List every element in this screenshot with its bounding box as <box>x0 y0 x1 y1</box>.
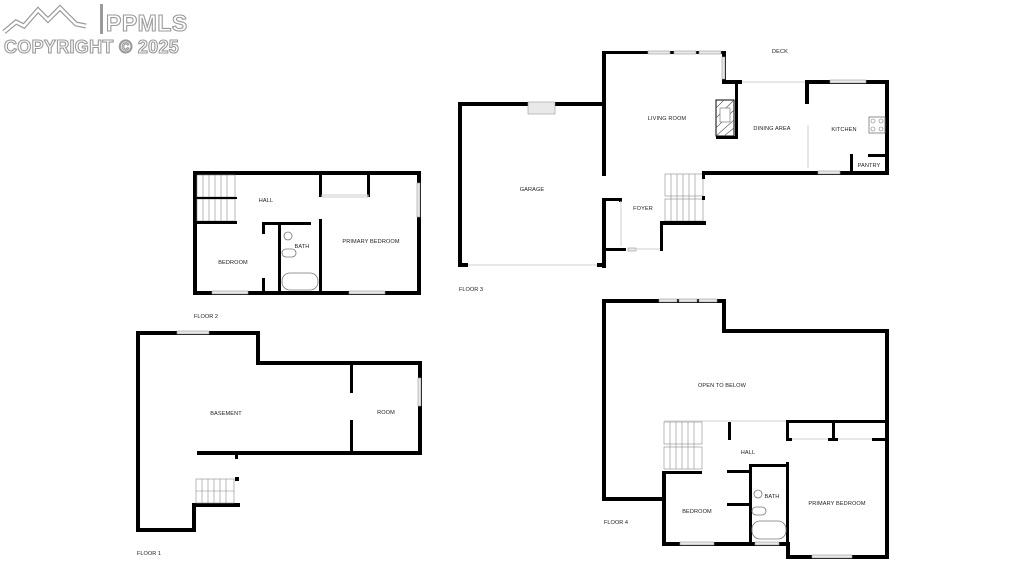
room-label-primary-bedroom: PRIMARY BEDROOM <box>342 239 400 245</box>
room-label-pantry: PANTRY <box>857 163 881 169</box>
floor-label-3: FLOOR 3 <box>459 287 483 293</box>
room-label-basement: BASEMENT <box>210 411 242 417</box>
room-label-garage: GARAGE <box>519 187 545 193</box>
mountains-icon <box>2 4 103 34</box>
floor-label-2: FLOOR 2 <box>194 314 218 320</box>
room-label-living-room: LIVING ROOM <box>647 116 687 122</box>
room-label-bedroom: BEDROOM <box>682 509 712 515</box>
room-label-foyer: FOYER <box>633 206 653 212</box>
room-label-primary-bedroom: PRIMARY BEDROOM <box>808 501 866 507</box>
watermark-copyright: COPYRIGHT © 2025 <box>3 36 180 57</box>
room-label-bath: BATH <box>294 244 310 250</box>
room-label-room: ROOM <box>377 410 395 416</box>
floor-2-plan <box>193 171 421 295</box>
room-label-hall: HALL <box>740 450 756 456</box>
floor-4-plan <box>602 298 889 559</box>
room-label-open-to-below: OPEN TO BELOW <box>697 383 747 389</box>
room-label-bedroom: BEDROOM <box>218 260 248 266</box>
floor-3-plan <box>458 50 889 268</box>
room-label-kitchen: KITCHEN <box>831 127 857 133</box>
watermark-brand: PPMLS <box>105 9 188 36</box>
floor-1-plan <box>136 330 422 532</box>
room-label-dining-area: DINING AREA <box>753 126 791 132</box>
room-label-deck: DECK <box>772 49 788 55</box>
floor-label-4: FLOOR 4 <box>604 520 628 526</box>
room-label-hall: HALL <box>258 198 274 204</box>
room-label-bath: BATH <box>764 494 780 500</box>
ppmls-watermark: PPMLS COPYRIGHT © 2025 <box>2 2 207 58</box>
floor-label-1: FLOOR 1 <box>137 551 161 557</box>
